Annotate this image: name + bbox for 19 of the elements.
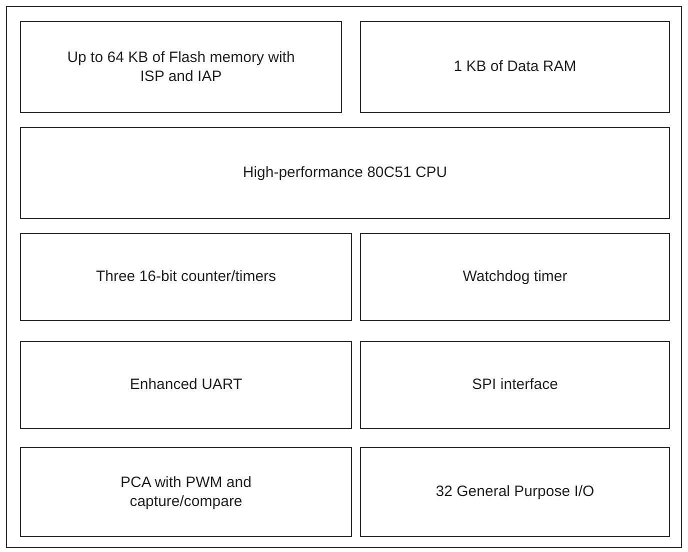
block-box bbox=[20, 341, 352, 429]
block-label: Enhanced UART bbox=[130, 375, 242, 395]
block-label: PCA with PWM and capture/compare bbox=[120, 472, 252, 512]
block-box bbox=[20, 233, 352, 321]
block-label: Watchdog timer bbox=[462, 267, 568, 287]
block-label: Up to 64 KB of Flash memory with ISP and IAP bbox=[66, 48, 296, 86]
block-box bbox=[360, 447, 670, 537]
block-box bbox=[20, 21, 342, 113]
block-box bbox=[360, 21, 670, 113]
block-label: SPI interface bbox=[472, 375, 558, 395]
block-box bbox=[20, 447, 352, 537]
block-label: High-performance 80C51 CPU bbox=[242, 163, 448, 183]
block-box bbox=[20, 127, 670, 219]
block-box bbox=[360, 233, 670, 321]
block-box bbox=[360, 341, 670, 429]
block-label: 32 General Purpose I/O bbox=[436, 482, 594, 502]
outer-frame bbox=[6, 6, 682, 548]
block-label: Three 16-bit counter/timers bbox=[96, 267, 276, 287]
block-label: 1 KB of Data RAM bbox=[454, 57, 576, 77]
